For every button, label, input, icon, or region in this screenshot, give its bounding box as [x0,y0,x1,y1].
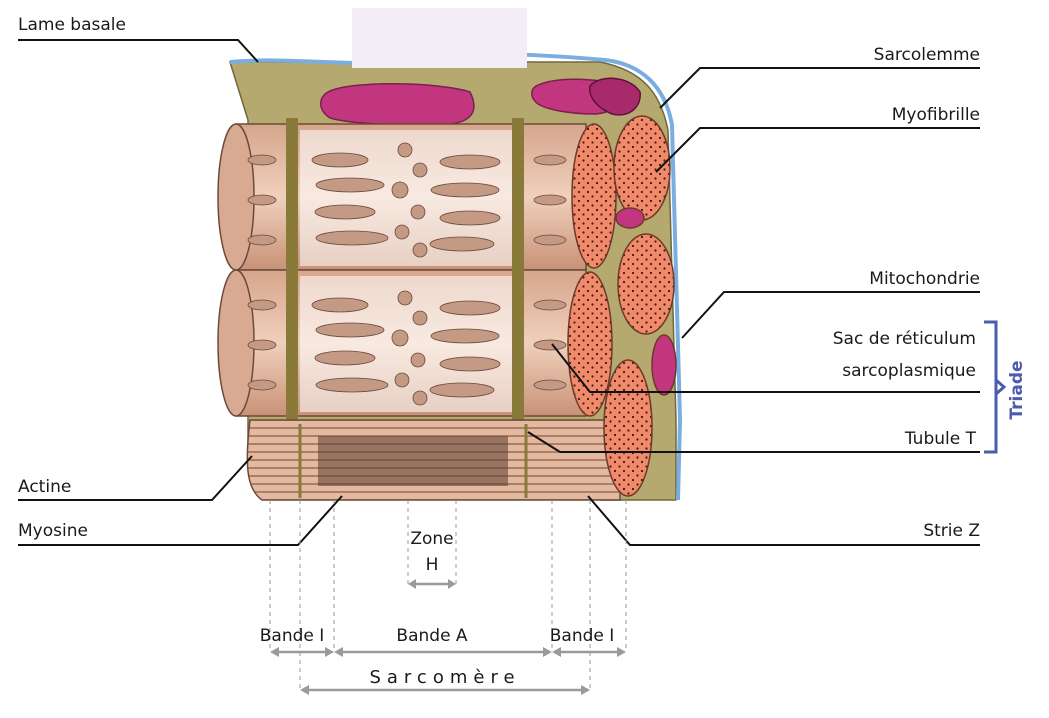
z-line-lower-right [512,264,524,434]
leader-sarcolemme [660,68,980,108]
label-triade: Triade [1007,360,1027,419]
leader-lame-basale [18,40,258,62]
filament-bundle [247,420,620,500]
label-sarcomere: Sarcomère [369,667,520,688]
label-bande-a: Bande A [396,626,468,646]
leader-myofibrille [656,128,980,172]
label-bande-i-left: Bande I [260,626,325,646]
z-line-upper-left [286,118,298,270]
label-myofibrille: Myofibrille [892,105,980,125]
label-sarcolemme: Sarcolemme [874,45,980,65]
leader-strie-z [588,496,980,545]
label-actine: Actine [18,477,71,497]
a-band-dark [318,436,508,486]
label-lame-basale: Lame basale [18,15,126,35]
label-strie-z: Strie Z [923,521,980,541]
label-sac-reticulum-line1: Sac de réticulum [833,329,976,349]
label-tubule-t: Tubule T [904,429,977,449]
capillary-region [352,8,527,68]
label-mitochondrie: Mitochondrie [869,269,980,289]
label-zone: Zone [410,529,453,549]
z-line-upper-right [512,118,524,270]
label-myosine: Myosine [18,521,88,541]
myofibril-lower [218,264,586,434]
label-bande-i-right: Bande I [550,626,615,646]
label-h: H [426,555,439,575]
triade-bracket [984,322,996,452]
label-sac-reticulum-line2: sarcoplasmique [842,361,976,381]
z-line-lower-left [286,264,298,434]
